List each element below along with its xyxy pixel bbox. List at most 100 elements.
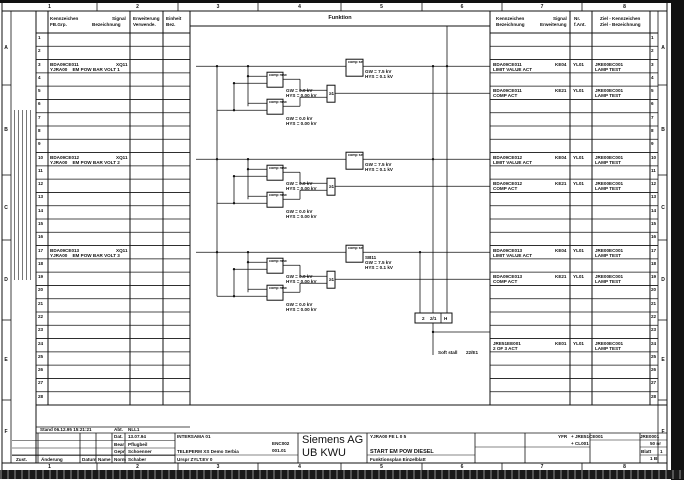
column-number-bottom: 1 bbox=[48, 464, 51, 470]
row-letter-right: C bbox=[661, 204, 665, 211]
column-number: 2 bbox=[136, 4, 139, 10]
right-signal-id: BDA09CE012 bbox=[493, 181, 523, 187]
right-row-number: 25 bbox=[651, 353, 657, 359]
right-signal-id: BDA09CE012 bbox=[493, 154, 523, 160]
target-id: JRE00EC001 bbox=[595, 61, 624, 67]
right-row-number: 15 bbox=[651, 221, 657, 226]
right-row-number: 1 bbox=[651, 35, 654, 40]
right-signal-text: LIMIT VALUE ACT bbox=[493, 252, 533, 258]
comp-sel-hysteresis: HYS = 0.1 kV bbox=[365, 74, 393, 80]
right-signal-tag: KE21 bbox=[555, 88, 567, 94]
right-row-number: 5 bbox=[651, 88, 654, 94]
junction-dot bbox=[232, 295, 236, 298]
tb-ref1: + JRE51CE001 bbox=[571, 434, 604, 439]
or-gate-label: ≥1 bbox=[329, 184, 335, 190]
comp-max-block-1 bbox=[266, 164, 284, 181]
target-id: JRE00EC001 bbox=[595, 88, 624, 94]
junction-dot bbox=[232, 175, 236, 178]
row-letter-right: E bbox=[661, 357, 665, 363]
column-number-bottom: 4 bbox=[298, 464, 301, 470]
junction-dot bbox=[232, 268, 236, 271]
right-signal-tag: KE21 bbox=[555, 181, 567, 187]
rt-hdr-ziel: Ziel - Kennzeichen bbox=[600, 16, 641, 21]
right-signal-nr: YL01 bbox=[573, 247, 584, 253]
abt-label: Abt. bbox=[114, 427, 123, 432]
right-row-number: 21 bbox=[651, 300, 657, 306]
right-signal-tag: KE04 bbox=[555, 154, 567, 160]
tb-bear-value: Pflugbeil bbox=[128, 441, 148, 447]
vote-box-left: 2 bbox=[422, 316, 425, 321]
comp-sel-hysteresis: HYS = 0.1 kV bbox=[365, 167, 393, 173]
stand-timestamp: Stand 06.12.95 15:21:21 bbox=[40, 427, 92, 432]
right-signal-nr: YL01 bbox=[573, 181, 584, 187]
tb-scale: 50 nr bbox=[650, 441, 661, 446]
target-text: LAMP TEST bbox=[595, 345, 621, 351]
right-row-number: 2 bbox=[651, 48, 654, 54]
right-signal-tag: KE04 bbox=[555, 247, 567, 253]
lt-hdr-einheit: Einheit bbox=[166, 16, 182, 21]
left-row-number: 5 bbox=[38, 88, 41, 94]
target-text: LAMP TEST bbox=[595, 252, 621, 258]
column-number-bottom: 8 bbox=[623, 464, 626, 470]
column-number: 3 bbox=[216, 4, 220, 10]
right-signal-tag: KE21 bbox=[555, 274, 567, 280]
tb-code1: ENC002 bbox=[272, 441, 290, 446]
tb-ref2: + CL001 bbox=[571, 441, 589, 446]
comp-max2-threshold: GW = 0.0 kV bbox=[286, 209, 313, 215]
comp-sel-label: comp sel bbox=[348, 60, 364, 65]
tb-code2: 001.01 bbox=[272, 448, 287, 453]
tb-norm-label: Norm bbox=[114, 456, 126, 462]
comp-max1-threshold: GW = 0.0 kV bbox=[286, 88, 313, 94]
tb-bear-label: Bear bbox=[114, 441, 125, 447]
two-of-three-vote-block bbox=[414, 312, 453, 324]
junction-dot bbox=[246, 65, 250, 68]
left-row-number: 19 bbox=[38, 274, 44, 280]
comp-max-block-2 bbox=[266, 98, 284, 115]
right-row-number: 28 bbox=[651, 393, 657, 399]
lt-hdr-bez: Bez. bbox=[166, 22, 176, 27]
tb-blatt: 1 bbox=[660, 448, 663, 454]
left-row-number: 7 bbox=[38, 114, 41, 120]
right-row-number: 19 bbox=[651, 274, 657, 280]
right-row-number: 12 bbox=[651, 181, 657, 187]
right-signal-id: BDA09CE013 bbox=[493, 247, 523, 253]
right-row-number: 14 bbox=[651, 207, 657, 213]
junction-dot bbox=[215, 158, 219, 161]
abt-value: NLL1 bbox=[128, 427, 140, 432]
left-signal-name: YJRA00 EM POW BAR VOLT 2 bbox=[50, 159, 120, 165]
right-signal-nr: YL01 bbox=[573, 88, 584, 94]
target-text: LAMP TEST bbox=[595, 186, 621, 192]
junction-dot bbox=[246, 158, 250, 161]
or-gate-label: ≥1 bbox=[329, 277, 335, 283]
row-letter: A bbox=[4, 45, 8, 51]
target-id: JRE00EC001 bbox=[595, 247, 624, 253]
left-row-number: 26 bbox=[38, 367, 44, 373]
right-row-number: 24 bbox=[651, 340, 657, 346]
column-number: 1 bbox=[48, 4, 51, 10]
comp-max-block-1 bbox=[266, 257, 284, 274]
right-signal-nr: YL01 bbox=[573, 154, 584, 160]
junction-dot bbox=[232, 109, 236, 112]
target-id: JRE00EC001 bbox=[595, 181, 624, 187]
left-signal-name: YJRA00 EM POW BAR VOLT 3 bbox=[50, 252, 120, 258]
right-signal-id: BDA09CE011 bbox=[493, 61, 522, 67]
right-row-number: 9 bbox=[651, 141, 654, 147]
comp-max-label: comp max bbox=[269, 259, 287, 264]
left-row-number: 13 bbox=[38, 194, 44, 200]
target-id: JRE00EC001 bbox=[595, 340, 624, 346]
column-number: 8 bbox=[623, 4, 626, 10]
right-signal-id: BDA09CE013 bbox=[493, 274, 523, 280]
comp-max-block-2 bbox=[266, 191, 284, 208]
comp-max-block-1 bbox=[266, 71, 284, 88]
comp-sel-extra: SB11 bbox=[365, 255, 377, 261]
right-row-number: 6 bbox=[651, 101, 654, 107]
right-signal-id: JRE51EE001 bbox=[493, 340, 521, 346]
target-text: LAMP TEST bbox=[595, 93, 621, 99]
right-signal-text: COMP ACT bbox=[493, 186, 518, 192]
right-signal-tag: KE01 bbox=[555, 340, 567, 346]
rt-hdr-bezeichnung: Bezeichnung bbox=[496, 22, 525, 27]
right-signal-nr: YL01 bbox=[573, 61, 584, 67]
column-number: 4 bbox=[298, 4, 301, 10]
lt-hdr-fbgrp: FB.Grp. bbox=[50, 22, 67, 27]
